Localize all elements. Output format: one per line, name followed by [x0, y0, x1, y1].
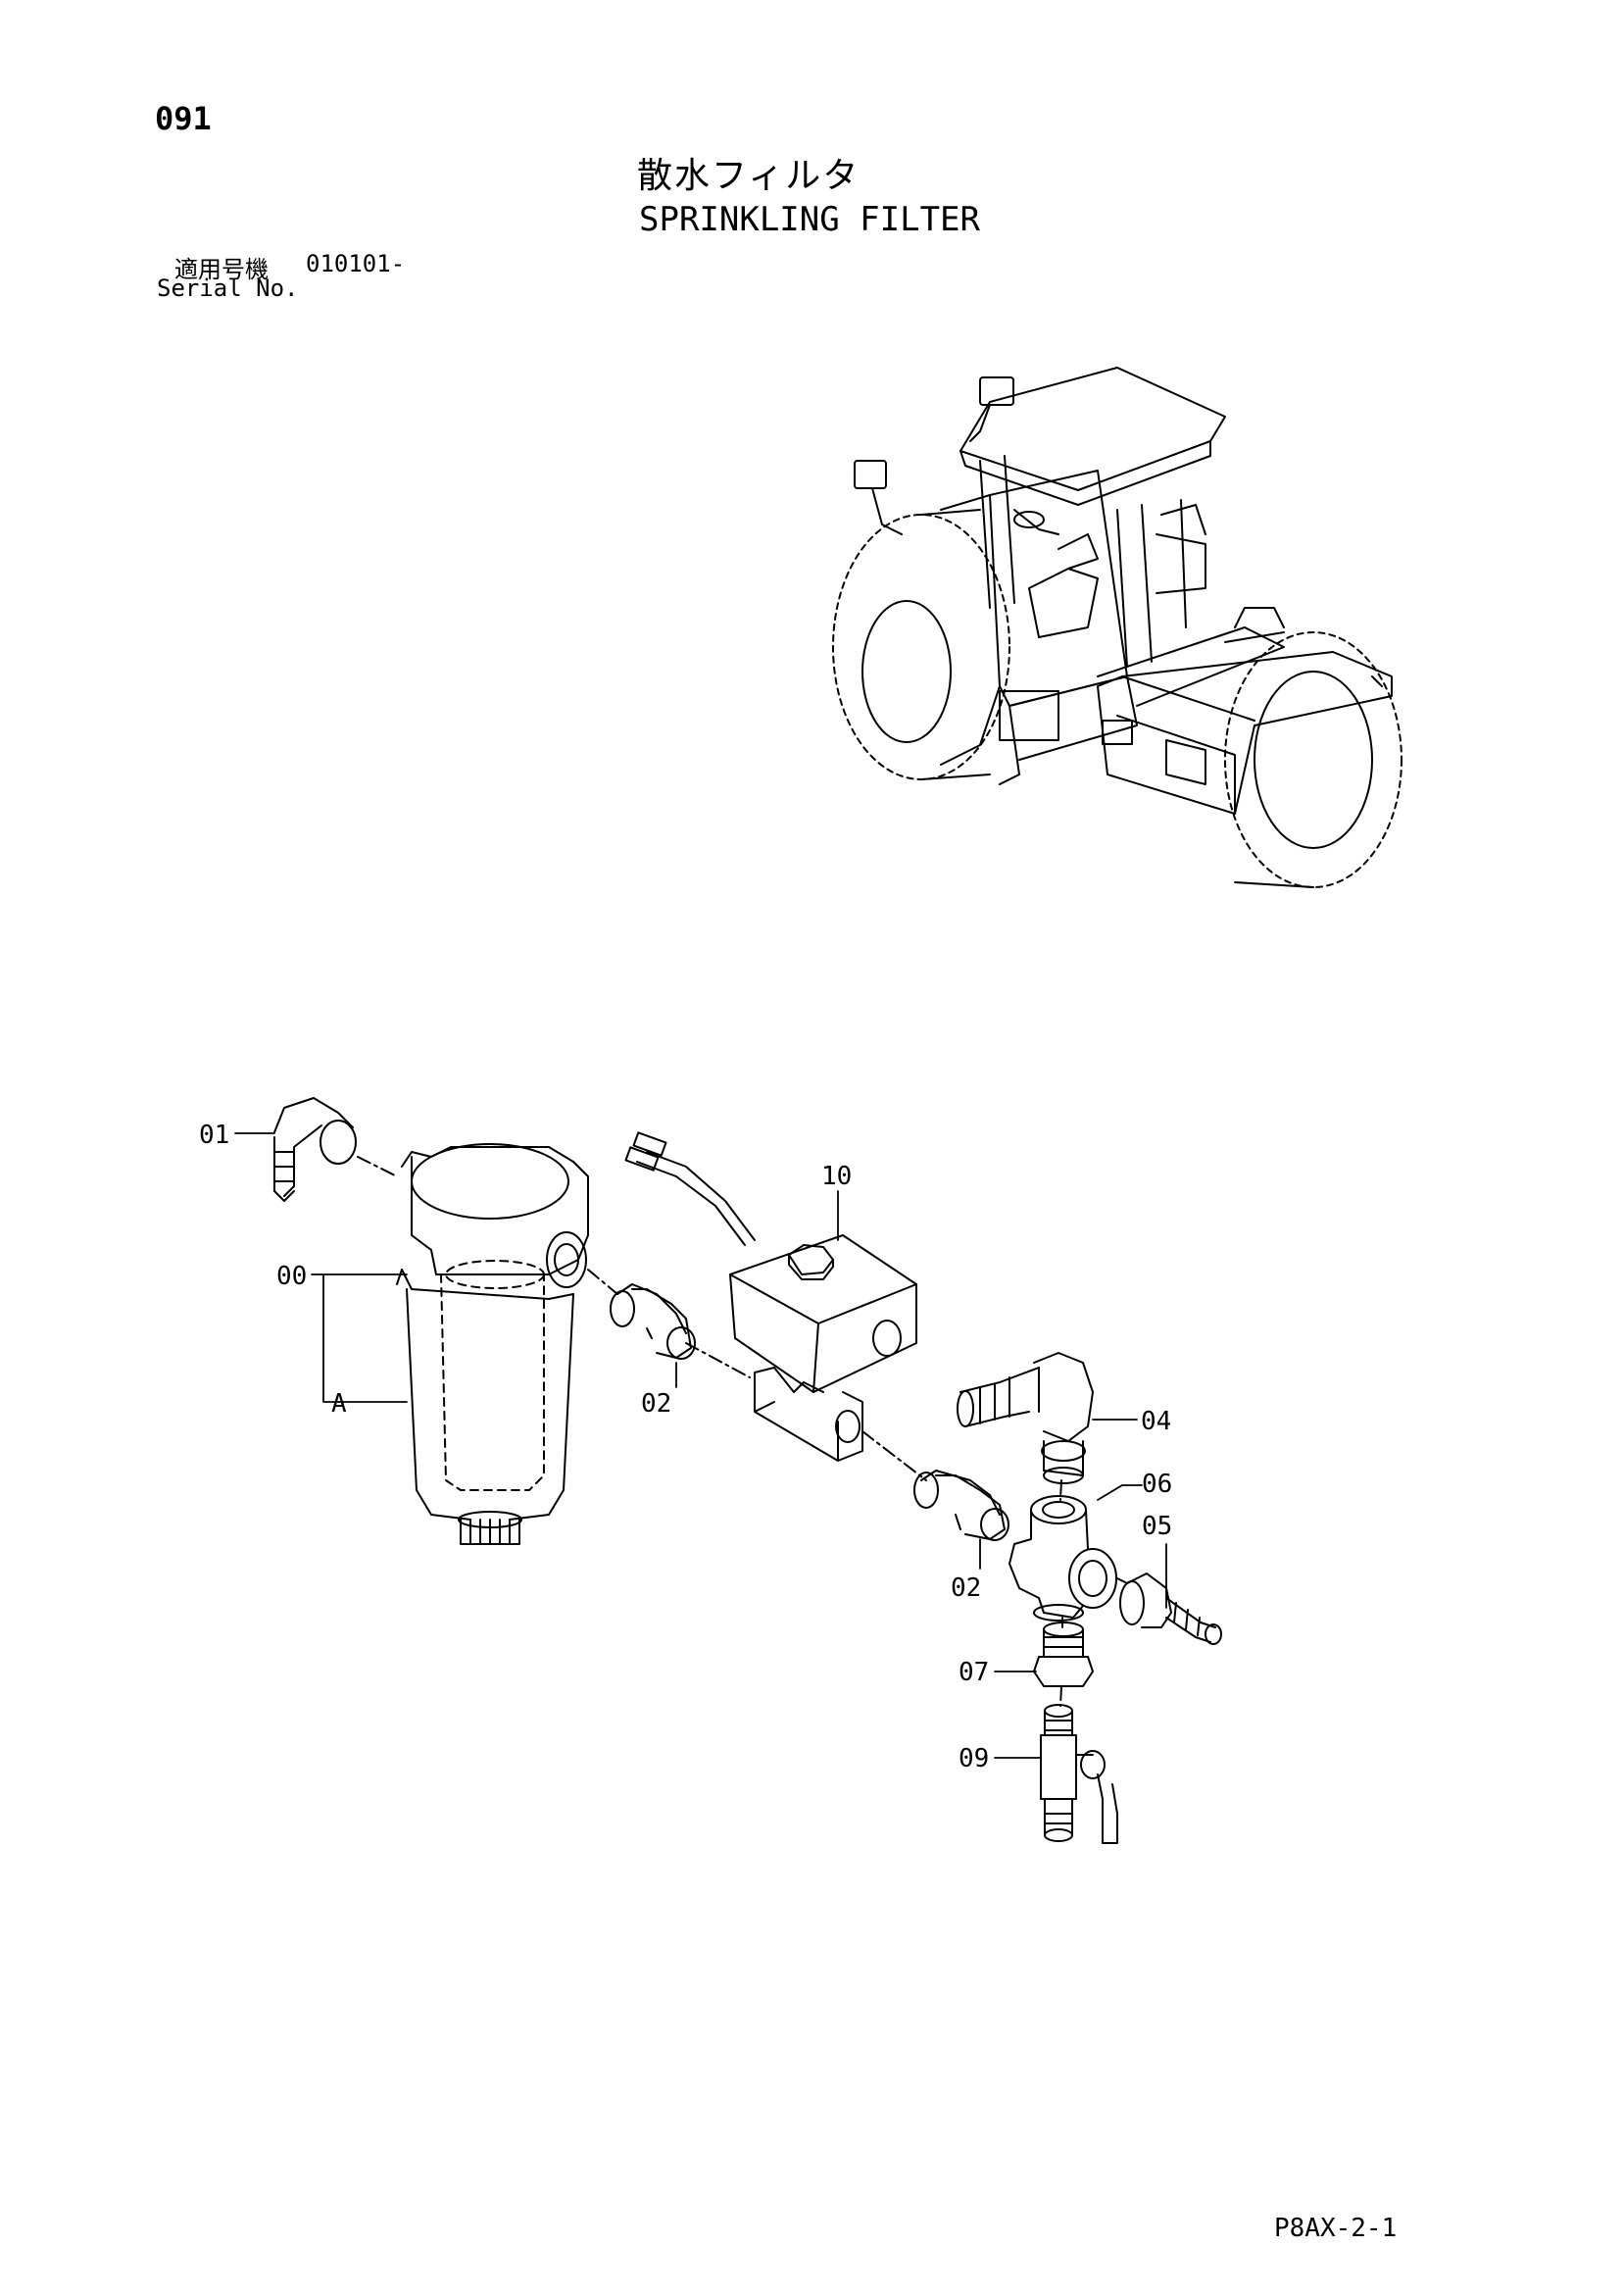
callout-00: 00	[276, 1262, 307, 1291]
title-japanese: 散水フィルタ	[637, 156, 861, 196]
part-05-hose-nipple	[1119, 1572, 1222, 1645]
callout-10: 10	[821, 1162, 852, 1191]
part-10-solenoid-valve	[624, 1131, 917, 1462]
serial-label-japanese: 適用号機	[174, 256, 269, 283]
part-01-elbow-fitting	[273, 1097, 357, 1202]
part-09-drain-cock	[1040, 1704, 1118, 1844]
serial-label-english: Serial No.	[157, 275, 299, 302]
callout-05: 05	[1142, 1512, 1172, 1541]
part-04-elbow-fitting	[957, 1352, 1094, 1484]
part-02-straight-fitting-upper	[610, 1283, 696, 1360]
part-06-tee-fitting	[1008, 1495, 1117, 1622]
assembly-guide-lines	[357, 1156, 1128, 1707]
callout-04: 04	[1141, 1407, 1171, 1436]
callout-01: 01	[199, 1121, 229, 1150]
part-02-straight-fitting-lower	[913, 1470, 1009, 1541]
callout-07: 07	[959, 1658, 989, 1687]
part-07-nipple	[1033, 1622, 1094, 1687]
callout-A: A	[331, 1389, 347, 1419]
serial-value: 010101-	[306, 250, 406, 277]
callout-06: 06	[1142, 1470, 1172, 1499]
part-00-filter-assembly	[396, 1143, 589, 1545]
title-english: SPRINKLING FILTER	[639, 200, 980, 239]
callout-leader-lines	[234, 1132, 1167, 1759]
callout-02-lower: 02	[951, 1573, 981, 1603]
callout-02-upper: 02	[641, 1389, 671, 1419]
callout-09: 09	[959, 1744, 989, 1773]
callout-labels: 01 00 A 02 10 04 06 05 02 07 09	[199, 1121, 1172, 1773]
page-number: 091	[155, 100, 212, 137]
road-roller-illustration	[832, 367, 1402, 888]
document-code: P8AX-2-1	[1274, 2214, 1398, 2243]
